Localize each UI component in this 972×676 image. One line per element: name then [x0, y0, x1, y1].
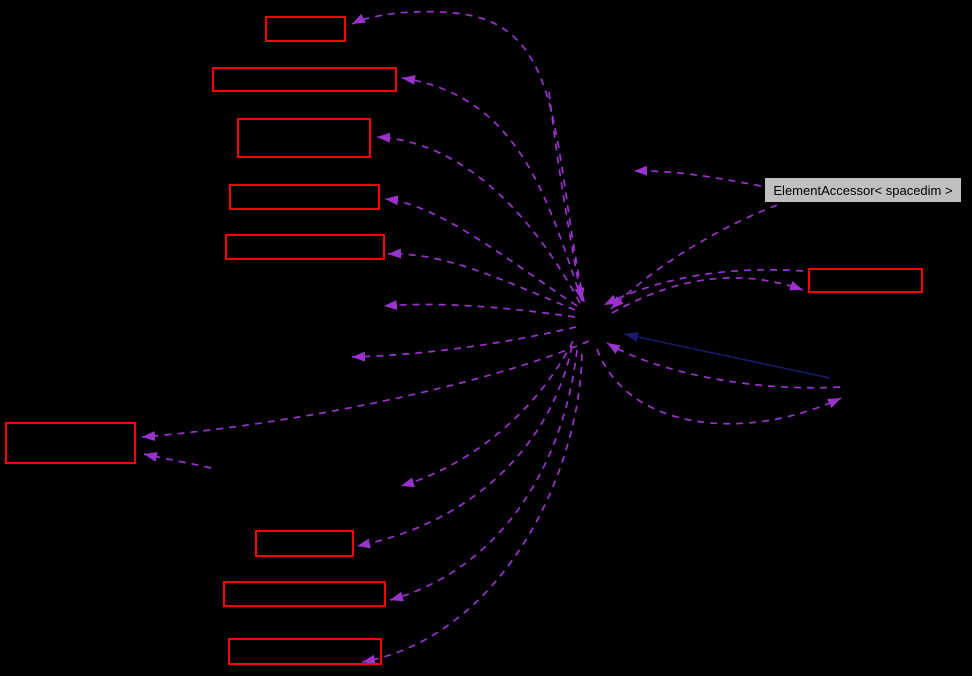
usage-edge-from-far-right — [606, 342, 841, 389]
class-node-bottom-1[interactable] — [255, 530, 354, 557]
usage-edge-from-accessor — [610, 204, 778, 310]
usage-edge-to-left-stub — [143, 452, 212, 469]
usage-edge-to-mid-2 — [387, 248, 576, 311]
class-node-top-3[interactable] — [237, 118, 371, 158]
usage-edge-to-left-long — [141, 340, 590, 441]
class-node-bottom-3[interactable] — [228, 638, 382, 665]
usage-edge-to-right-box — [611, 277, 804, 314]
usage-edge-to-mid-1 — [384, 195, 578, 307]
class-node-top-2[interactable] — [212, 67, 397, 92]
inheritance-edge — [623, 332, 831, 379]
usage-edge-to-top-1 — [351, 10, 585, 303]
usage-edge-to-top-3 — [376, 132, 581, 304]
class-node-top-1[interactable] — [265, 16, 346, 42]
usage-edge-to-bottom-2 — [389, 349, 578, 602]
usage-edge-to-far-right — [596, 348, 842, 425]
class-node-mid-2[interactable] — [225, 234, 385, 260]
usage-edge-float-2 — [351, 326, 577, 362]
class-node-bottom-2[interactable] — [223, 581, 386, 607]
usage-edge-float-1 — [383, 300, 576, 318]
usage-edge-to-bottom-1 — [356, 345, 573, 549]
usage-edge-to-bottom-3 — [361, 353, 583, 665]
usage-edge-incoming-top — [548, 91, 585, 302]
class-node-mid-1[interactable] — [229, 184, 380, 210]
class-node-right[interactable] — [808, 268, 923, 293]
usage-edge-float-3 — [400, 340, 574, 488]
usage-edge-to-top-2 — [401, 75, 583, 302]
element-accessor-node[interactable]: ElementAccessor< spacedim > — [765, 178, 961, 202]
usage-edge-accessor-out — [633, 165, 762, 187]
class-node-left[interactable] — [5, 422, 136, 464]
